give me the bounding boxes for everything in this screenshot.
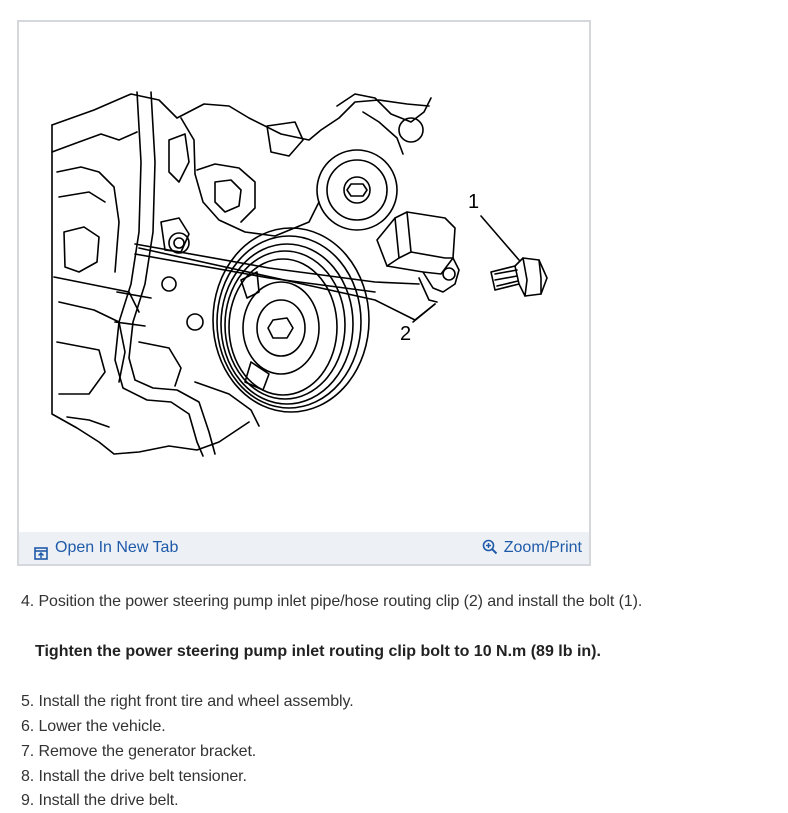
callout-1: 1 [468, 191, 479, 213]
zoom-in-icon [482, 534, 498, 555]
torque-specification: Tighten the power steering pump inlet ro… [35, 643, 601, 660]
step-9: 9. Install the drive belt. [21, 792, 179, 809]
step-7: 7. Remove the generator bracket. [21, 743, 257, 760]
figure-toolbar: Open In New Tab Zoom/Print [19, 532, 589, 564]
open-in-new-tab-link[interactable]: Open In New Tab [33, 532, 178, 564]
engine-illustration: 1 2 [19, 22, 589, 532]
step-6: 6. Lower the vehicle. [21, 718, 166, 735]
step-8: 8. Install the drive belt tensioner. [21, 768, 247, 785]
engine-line-drawing: 1 2 [51, 91, 548, 457]
callout-2: 2 [400, 323, 411, 345]
step-5: 5. Install the right front tire and whee… [21, 693, 354, 710]
open-in-new-tab-label: Open In New Tab [55, 539, 179, 556]
zoom-print-label: Zoom/Print [503, 539, 582, 556]
step-4: 4. Position the power steering pump inle… [21, 593, 643, 610]
open-new-tab-icon [33, 540, 49, 560]
zoom-print-link[interactable]: Zoom/Print [482, 532, 582, 564]
figure-card: 1 2 Open In New Tab Zoom/P [17, 20, 591, 566]
